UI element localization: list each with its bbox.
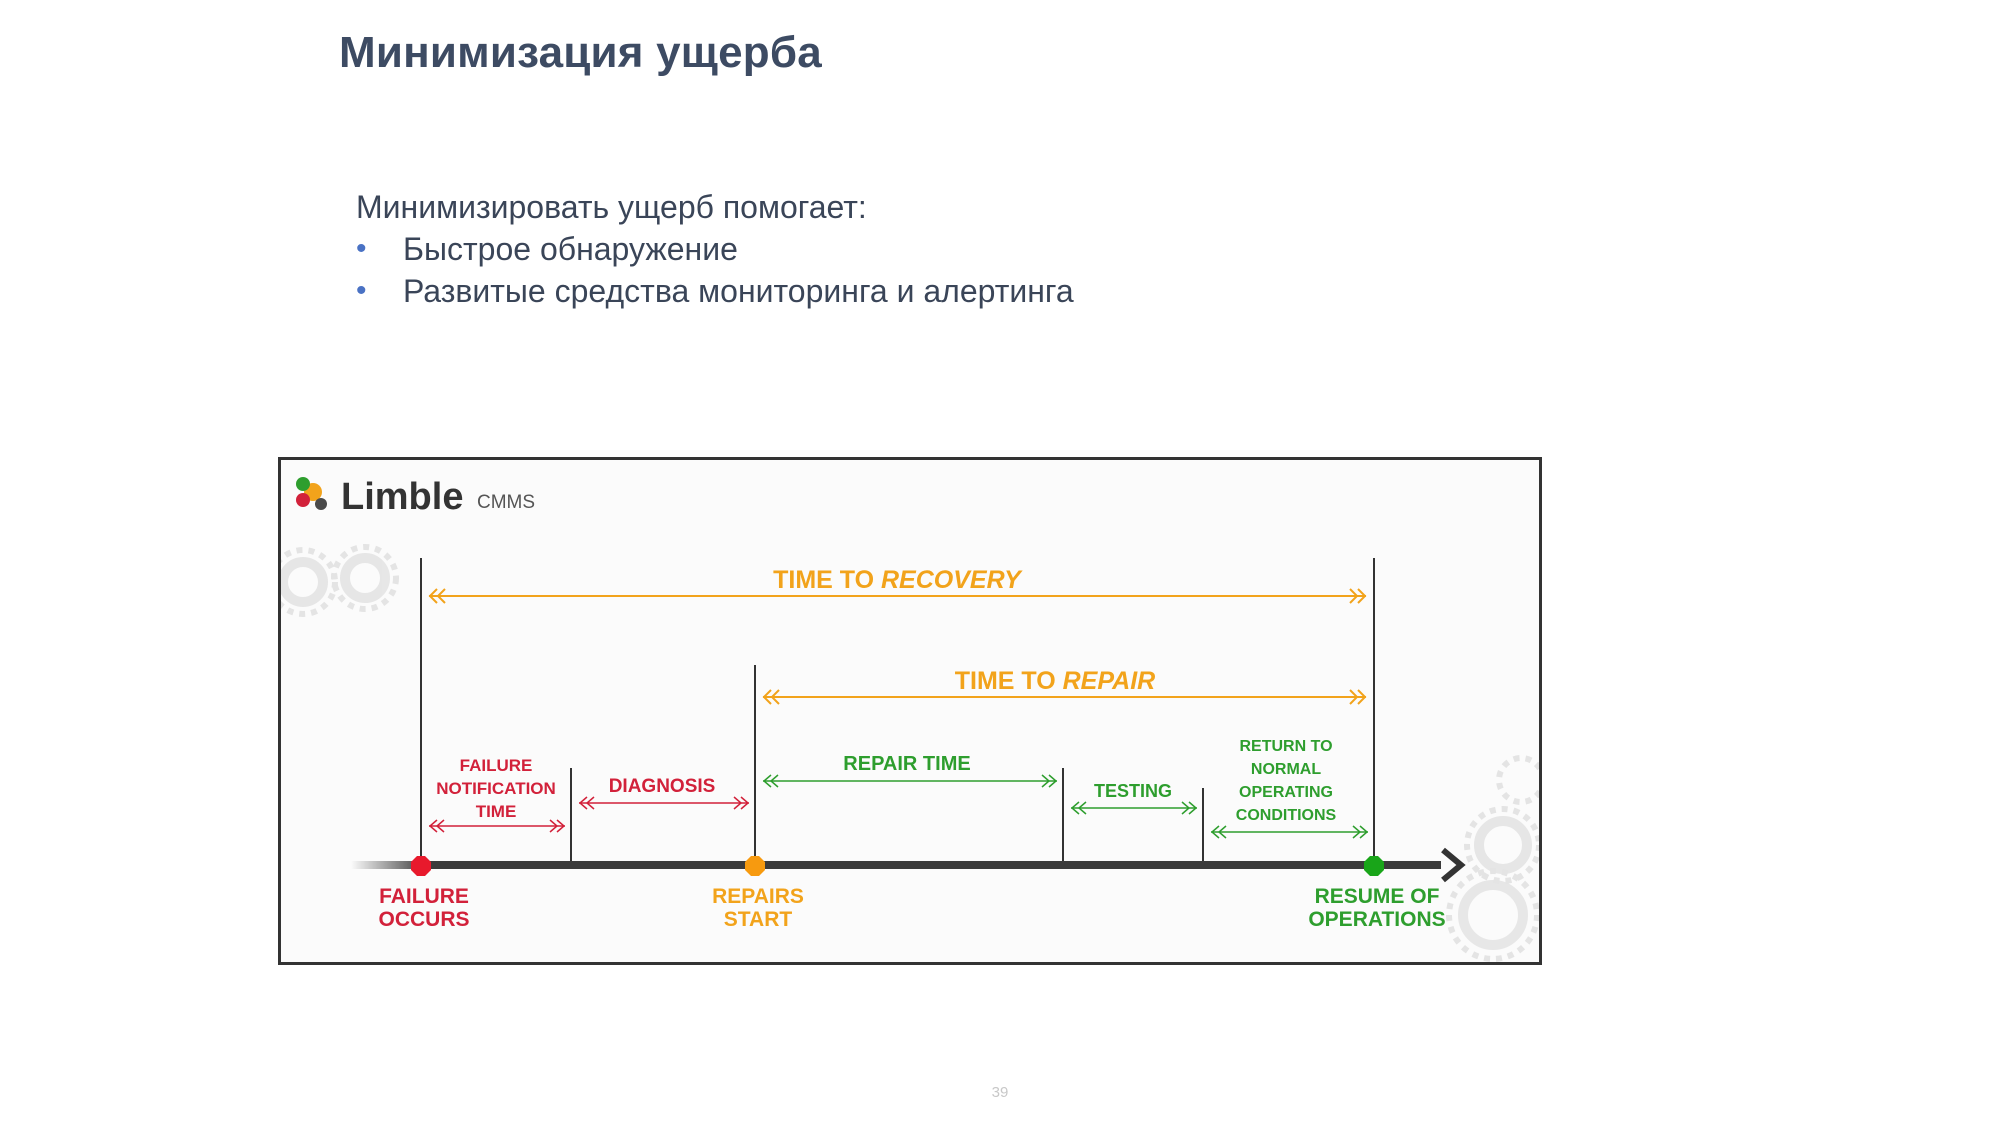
phase-return-line: RETURN TO bbox=[1239, 738, 1332, 755]
time-to-repair-label: TIME TO REPAIR bbox=[955, 667, 1155, 695]
phase-notification-line: NOTIFICATION bbox=[436, 779, 556, 798]
bullet-icon: • bbox=[356, 232, 367, 265]
gear-icon bbox=[281, 544, 1539, 962]
time-to-repair-emphasis: REPAIR bbox=[1063, 667, 1156, 695]
phase-diagnosis-arrow bbox=[578, 796, 750, 810]
logo-suffix: CMMS bbox=[477, 492, 535, 513]
page-number: 39 bbox=[991, 1084, 1009, 1101]
time-to-recovery-arrow bbox=[428, 588, 1367, 604]
limble-logo-icon bbox=[296, 477, 327, 510]
milestone-repairs-label: REPAIRS bbox=[712, 885, 804, 908]
phase-repair-time-arrow bbox=[762, 774, 1058, 788]
bullet-item: • Быстрое обнаружение bbox=[356, 228, 1074, 270]
slide-content: Минимизировать ущерб помогает: • Быстрое… bbox=[356, 186, 1074, 312]
phase-notification-line: FAILURE bbox=[460, 756, 533, 775]
bullet-text: Быстрое обнаружение bbox=[403, 231, 738, 267]
bullet-icon: • bbox=[356, 274, 367, 307]
phase-notification-line: TIME bbox=[476, 802, 517, 821]
milestone-resume-label: RESUME OF bbox=[1315, 885, 1440, 908]
timeline-svg: Limble CMMS TIME TO RECOVERY TIME TO REP bbox=[281, 476, 1539, 962]
phase-return-arrow bbox=[1210, 825, 1369, 839]
phase-notification-label: FAILURE NOTIFICATION TIME bbox=[436, 756, 556, 821]
phase-notification-arrow bbox=[428, 819, 566, 833]
bullet-list: • Быстрое обнаружение • Развитые средств… bbox=[356, 228, 1074, 312]
bullet-item: • Развитые средства мониторинга и алерти… bbox=[356, 270, 1074, 312]
recovery-timeline-diagram: Limble CMMS TIME TO RECOVERY TIME TO REP bbox=[278, 457, 1542, 965]
phase-diagnosis-label: DIAGNOSIS bbox=[609, 776, 716, 797]
failure-marker-icon bbox=[411, 856, 431, 876]
axis-arrow-icon bbox=[1441, 847, 1466, 883]
phase-return-line: NORMAL bbox=[1251, 761, 1321, 778]
phase-testing-label: TESTING bbox=[1094, 781, 1172, 801]
time-to-repair-prefix: TIME TO bbox=[955, 667, 1063, 695]
milestone-lines bbox=[420, 558, 1375, 866]
time-to-repair-arrow bbox=[762, 689, 1367, 705]
resume-marker-icon bbox=[1364, 856, 1384, 876]
milestone-failure-label: FAILURE bbox=[379, 885, 469, 908]
milestone-failure-label: OCCURS bbox=[378, 908, 469, 931]
intro-text: Минимизировать ущерб помогает: bbox=[356, 189, 867, 225]
milestone-repairs-label: START bbox=[724, 908, 793, 931]
gear-icon bbox=[281, 553, 1532, 950]
phase-repair-time-label: REPAIR TIME bbox=[843, 753, 970, 775]
phase-testing-arrow bbox=[1070, 801, 1198, 815]
timeline-axis bbox=[351, 861, 1441, 869]
bullet-text: Развитые средства мониторинга и алертинг… bbox=[403, 273, 1074, 309]
phase-return-line: CONDITIONS bbox=[1236, 807, 1337, 824]
repairs-marker-icon bbox=[745, 856, 765, 876]
slide-title: Минимизация ущерба bbox=[339, 28, 822, 77]
phase-return-label: RETURN TO NORMAL OPERATING CONDITIONS bbox=[1236, 738, 1337, 824]
milestone-labels: FAILURE OCCURS REPAIRS START RESUME OF O… bbox=[378, 885, 1445, 931]
time-to-recovery-label: TIME TO RECOVERY bbox=[773, 566, 1023, 594]
phase-return-line: OPERATING bbox=[1239, 784, 1333, 801]
time-to-recovery-prefix: TIME TO bbox=[773, 566, 881, 594]
time-to-recovery-emphasis: RECOVERY bbox=[881, 566, 1023, 594]
logo-brand: Limble bbox=[341, 476, 463, 518]
milestone-resume-label: OPERATIONS bbox=[1308, 908, 1445, 931]
